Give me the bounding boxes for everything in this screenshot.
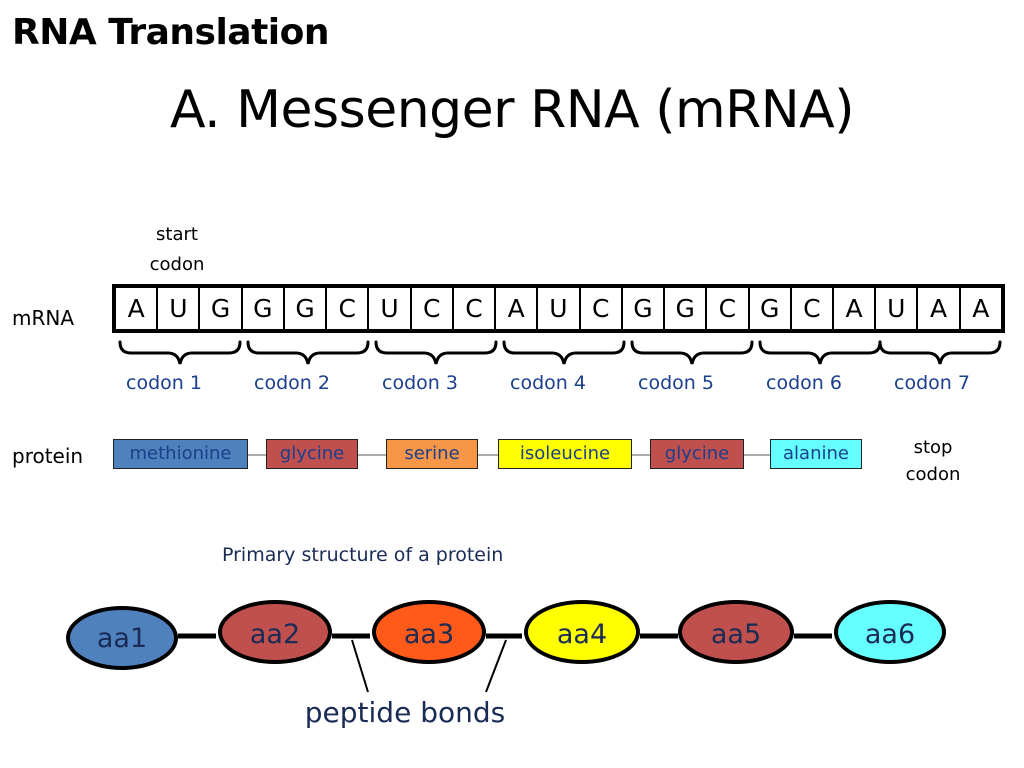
codon-brace-2 bbox=[246, 340, 370, 365]
codon-brace-7 bbox=[878, 340, 1002, 365]
amino-acid-box-3: serine bbox=[386, 439, 478, 469]
header-title: RNA Translation bbox=[12, 12, 330, 53]
amino-acid-oval-5: aa5 bbox=[678, 600, 794, 664]
base-5: G bbox=[285, 288, 328, 329]
base-10: A bbox=[496, 288, 539, 329]
amino-acid-box-4: isoleucine bbox=[498, 439, 632, 469]
amino-acid-box-6: alanine bbox=[770, 439, 862, 469]
codon-label-3: codon 3 bbox=[382, 372, 458, 394]
base-3: G bbox=[200, 288, 243, 329]
amino-acid-box-1: methionine bbox=[113, 439, 248, 469]
base-8: C bbox=[412, 288, 454, 329]
pointer-line-1 bbox=[351, 639, 369, 693]
codon-brace-5 bbox=[630, 340, 754, 365]
base-4: G bbox=[243, 288, 285, 329]
stop-codon-label: stop codon bbox=[888, 434, 978, 488]
base-18: A bbox=[834, 288, 877, 329]
mrna-row-label: mRNA bbox=[12, 306, 75, 330]
codon-brace-1 bbox=[118, 340, 242, 365]
codon-label-2: codon 2 bbox=[254, 372, 330, 394]
base-1: A bbox=[116, 288, 159, 329]
amino-acid-oval-3: aa3 bbox=[372, 600, 486, 664]
base-16: G bbox=[750, 288, 792, 329]
stop-codon-line2: codon bbox=[905, 464, 961, 485]
amino-acid-oval-1: aa1 bbox=[66, 606, 178, 670]
codon-label-5: codon 5 bbox=[638, 372, 714, 394]
base-11: U bbox=[538, 288, 581, 329]
codon-label-6: codon 6 bbox=[766, 372, 842, 394]
amino-acid-oval-2: aa2 bbox=[218, 600, 332, 664]
amino-acid-box-2: glycine bbox=[266, 439, 358, 469]
base-20: A bbox=[918, 288, 961, 329]
peptide-bonds-label: peptide bonds bbox=[304, 696, 506, 729]
pointer-line-2 bbox=[485, 639, 507, 693]
primary-structure-caption: Primary structure of a protein bbox=[222, 544, 504, 566]
codon-brace-4 bbox=[502, 340, 626, 365]
base-15: C bbox=[707, 288, 750, 329]
base-19: U bbox=[876, 288, 919, 329]
base-9: C bbox=[454, 288, 497, 329]
protein-row-label: protein bbox=[12, 444, 84, 468]
slide-title: A. Messenger RNA (mRNA) bbox=[169, 80, 855, 140]
amino-acid-oval-6: aa6 bbox=[834, 600, 946, 664]
base-12: C bbox=[581, 288, 623, 329]
amino-acid-box-5: glycine bbox=[650, 439, 744, 469]
codon-brace-6 bbox=[758, 340, 882, 365]
base-14: G bbox=[665, 288, 708, 329]
base-6: C bbox=[327, 288, 370, 329]
base-7: U bbox=[369, 288, 412, 329]
start-codon-line2: codon bbox=[149, 254, 205, 275]
base-13: G bbox=[623, 288, 666, 329]
amino-acid-oval-4: aa4 bbox=[524, 600, 640, 664]
codon-label-7: codon 7 bbox=[894, 372, 970, 394]
mrna-strand: A U G G G C U C C A U C G G C G C A U A … bbox=[112, 284, 1005, 333]
base-21: A bbox=[972, 294, 990, 323]
base-17: C bbox=[792, 288, 834, 329]
start-codon-line1: start bbox=[156, 224, 198, 245]
stop-codon-line1: stop bbox=[913, 437, 953, 458]
start-codon-label: start codon bbox=[132, 220, 222, 280]
base-2: U bbox=[158, 288, 201, 329]
codon-label-1: codon 1 bbox=[126, 372, 202, 394]
codon-label-4: codon 4 bbox=[510, 372, 586, 394]
codon-brace-3 bbox=[374, 340, 498, 365]
